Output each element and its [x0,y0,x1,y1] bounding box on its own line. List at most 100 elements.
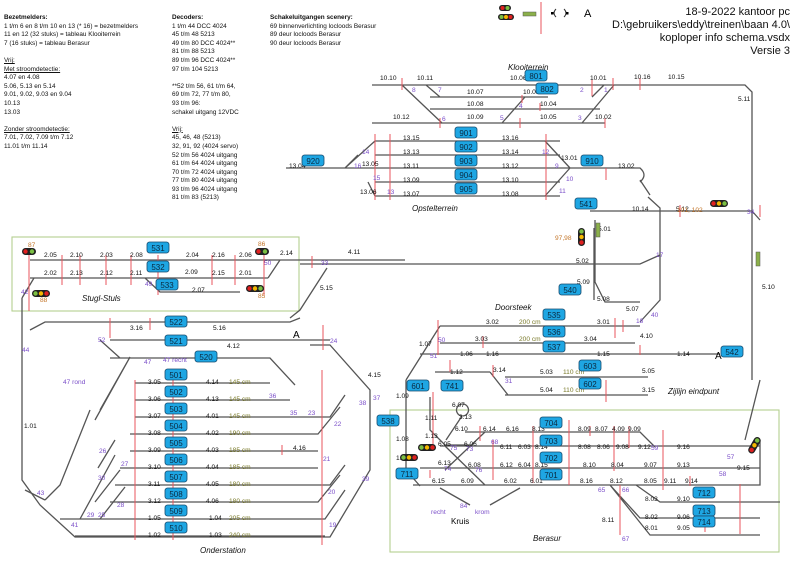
block-box [395,467,419,480]
track-label: 5.10 [762,284,775,291]
track-label: 5.09 [577,279,590,286]
version-line: Versie 3 [750,45,790,57]
switch-number: 68 [491,439,499,446]
block-801[interactable]: 801 [524,69,548,82]
recht-label: recht [431,509,446,516]
block-741[interactable]: 741 [440,379,464,392]
block-532[interactable]: 532 [146,260,170,273]
block-label: 902 [459,143,473,152]
block-509[interactable]: 509 [164,504,188,517]
block-522[interactable]: 522 [164,315,188,328]
note-line: 5.06, 5.13 en 5.14 [4,82,56,90]
block-535[interactable]: 535 [542,308,566,321]
block-box [164,402,188,415]
track-label: 3.08 [148,430,161,437]
block-905[interactable]: 905 [454,182,478,195]
block-902[interactable]: 902 [454,140,478,153]
block-506[interactable]: 506 [164,453,188,466]
switch-number: 26 [99,448,107,455]
block-503[interactable]: 503 [164,402,188,415]
block-501[interactable]: 501 [164,368,188,381]
block-504[interactable]: 504 [164,419,188,432]
track-label: 2.01 [239,270,252,277]
block-540[interactable]: 540 [558,283,582,296]
block-536[interactable]: 536 [542,325,566,338]
switch-number: 36 [269,393,277,400]
block-714[interactable]: 714 [692,515,716,528]
block-508[interactable]: 508 [164,487,188,500]
track-label: 1.08 [396,436,409,443]
block-711[interactable]: 711 [395,467,419,480]
switch-number: 66 [622,487,630,494]
switch-number: 8 [412,87,416,94]
track-label: 8.07 [595,426,608,433]
block-601[interactable]: 601 [406,379,430,392]
track-label: 13.14 [502,149,519,156]
block-903[interactable]: 903 [454,154,478,167]
track-label: 8.05 [644,478,657,485]
block-505[interactable]: 505 [164,436,188,449]
block-label: 901 [459,129,473,138]
block-507[interactable]: 507 [164,470,188,483]
block-704[interactable]: 704 [539,416,563,429]
track-label: 6.08 [468,462,481,469]
block-531[interactable]: 531 [146,241,170,254]
block-920[interactable]: 920 [301,154,325,167]
track-label: 13.16 [502,135,519,142]
block-702[interactable]: 702 [539,451,563,464]
block-603[interactable]: 603 [578,359,602,372]
note-line: 97 t/m 104 5213 [172,65,219,73]
track-label: 2.10 [70,252,83,259]
block-542[interactable]: 542 [720,345,744,358]
block-602[interactable]: 602 [578,377,602,390]
block-533[interactable]: 533 [155,278,179,291]
block-box [164,436,188,449]
block-713[interactable]: 713 [692,504,716,517]
block-701[interactable]: 701 [539,468,563,481]
track-label: 8.08 [578,444,591,451]
switch-number: 49 [145,281,153,288]
track-label: 3.11 [148,481,161,488]
block-703[interactable]: 703 [539,434,563,447]
kruis-label: Kruis [451,517,469,526]
block-label: 714 [697,518,711,527]
track-label: 6.12 [500,462,513,469]
block-box [539,468,563,481]
switch-number: 73 [466,446,474,453]
block-712[interactable]: 712 [692,486,716,499]
block-541[interactable]: 541 [574,197,598,210]
block-box [524,69,548,82]
block-901[interactable]: 901 [454,126,478,139]
track-label: 8.10 [583,462,596,469]
block-521[interactable]: 521 [164,334,188,347]
a-marker-berasur: A [715,351,722,362]
area-stugl-stuls: Stugl-Stuls [82,294,121,303]
track-label: 9.16 [677,444,690,451]
track-label: 6.10 [455,426,468,433]
length-label: 110 cm [563,369,585,376]
berasur-zone [389,409,780,553]
signal-3-icon [498,14,514,20]
note-line: 89 t/m 96 DCC 4024** [172,56,236,64]
signal-label: 87 [28,242,36,249]
block-537[interactable]: 537 [542,340,566,353]
block-label: 542 [725,348,739,357]
block-520[interactable]: 520 [194,350,218,363]
block-538[interactable]: 538 [376,414,400,427]
block-802[interactable]: 802 [535,82,559,95]
block-label: 704 [544,419,558,428]
note-line: 93 t/m 96 4024 uitgang [172,185,238,193]
block-box [164,453,188,466]
track-label: 8.15 [535,462,548,469]
switch-number: 6 [442,116,446,123]
block-label: 603 [583,362,597,371]
block-904[interactable]: 904 [454,168,478,181]
switch-number: 76 [475,467,483,474]
block-910[interactable]: 910 [580,154,604,167]
switch-number: 7 [438,87,442,94]
block-502[interactable]: 502 [164,385,188,398]
document-header: 18-9-2022 kantoor pc D:\gebruikers\eddy\… [612,6,790,58]
block-510[interactable]: 510 [164,521,188,534]
track-label: 5.11 [738,96,751,103]
block-label: 541 [579,200,593,209]
